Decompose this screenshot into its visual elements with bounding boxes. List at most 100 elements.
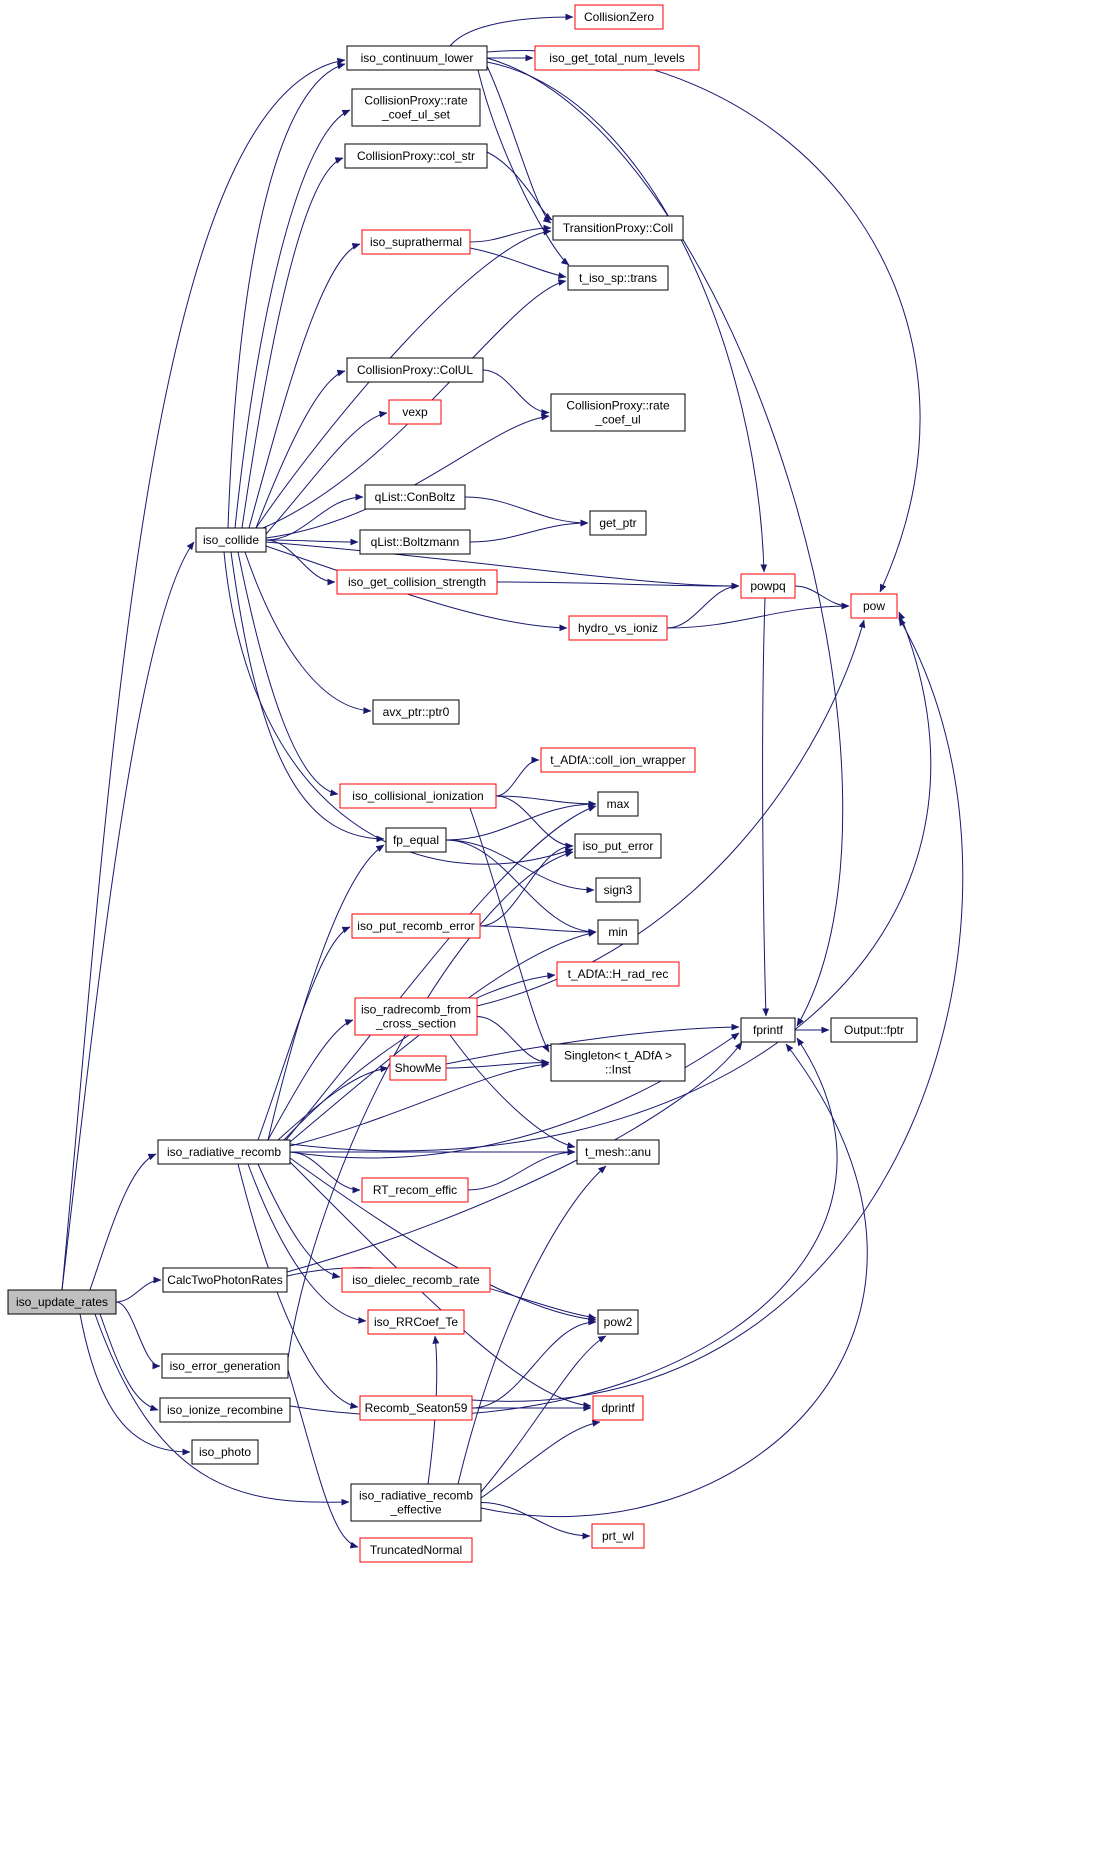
node-iso_update_rates[interactable]: iso_update_rates bbox=[7, 1289, 117, 1315]
node-label-iso_ionize_recombine: iso_ionize_recombine bbox=[167, 1403, 283, 1417]
node-fprintf[interactable]: fprintf bbox=[740, 1017, 796, 1043]
node-label-recomb_seaton59: Recomb_Seaton59 bbox=[365, 1401, 468, 1415]
node-label-output_fptr: Output::fptr bbox=[844, 1023, 904, 1037]
node-label-iso_continuum_lower: iso_continuum_lower bbox=[361, 51, 474, 65]
node-iso_photo[interactable]: iso_photo bbox=[191, 1439, 259, 1465]
node-collision_zero[interactable]: CollisionZero bbox=[574, 4, 664, 30]
node-iso_rad_recomb_eff[interactable]: iso_radiative_recomb_effective bbox=[350, 1483, 482, 1522]
node-dprintf[interactable]: dprintf bbox=[592, 1395, 644, 1421]
node-label-iso_suprathermal: iso_suprathermal bbox=[370, 235, 462, 249]
node-coll_ion_wrapper[interactable]: t_ADfA::coll_ion_wrapper bbox=[540, 747, 696, 773]
node-iso_put_recomb_error[interactable]: iso_put_recomb_error bbox=[351, 913, 481, 939]
node-hydro_vs_ioniz[interactable]: hydro_vs_ioniz bbox=[568, 615, 668, 641]
node-iso_continuum_lower[interactable]: iso_continuum_lower bbox=[346, 45, 488, 71]
node-singleton_inst[interactable]: Singleton< t_ADfA >::Inst bbox=[550, 1043, 686, 1082]
node-max[interactable]: max bbox=[597, 791, 639, 817]
node-truncated_normal[interactable]: TruncatedNormal bbox=[359, 1537, 473, 1563]
edge-boltzmann-to-get_ptr bbox=[469, 519, 589, 543]
edge-iso_update_rates-to-iso_radiative_recomb bbox=[89, 1153, 157, 1291]
node-iso_put_error[interactable]: iso_put_error bbox=[574, 833, 662, 859]
node-sign3[interactable]: sign3 bbox=[595, 877, 641, 903]
node-label-ptr0: avx_ptr::ptr0 bbox=[383, 705, 450, 719]
node-iso_get_collision_strength[interactable]: iso_get_collision_strength bbox=[336, 569, 498, 595]
node-t_mesh_anu[interactable]: t_mesh::anu bbox=[576, 1139, 660, 1165]
node-label-iso_get_total_num_levels: iso_get_total_num_levels bbox=[549, 51, 684, 65]
node-label-rt_recom_effic: RT_recom_effic bbox=[373, 1183, 457, 1197]
edge-iso_get_collision_strength-to-powpq bbox=[496, 581, 740, 590]
node-label-boltzmann: qList::Boltzmann bbox=[371, 535, 460, 549]
node-col_str[interactable]: CollisionProxy::col_str bbox=[344, 143, 488, 169]
node-iso_ionize_recombine[interactable]: iso_ionize_recombine bbox=[159, 1397, 291, 1423]
node-label-iso_rrcoef_te: iso_RRCoef_Te bbox=[374, 1315, 458, 1329]
node-iso_error_generation[interactable]: iso_error_generation bbox=[161, 1353, 289, 1379]
node-pow2[interactable]: pow2 bbox=[597, 1309, 639, 1335]
node-powpq[interactable]: powpq bbox=[740, 573, 796, 599]
node-iso_radrecomb[interactable]: iso_radrecomb_from_cross_section bbox=[354, 997, 478, 1036]
node-boltzmann[interactable]: qList::Boltzmann bbox=[359, 529, 471, 555]
edge-iso_radiative_recomb-to-recomb_seaton59 bbox=[237, 1163, 359, 1409]
node-iso_suprathermal[interactable]: iso_suprathermal bbox=[361, 229, 471, 255]
node-label-iso_collide: iso_collide bbox=[203, 533, 259, 547]
node-showme[interactable]: ShowMe bbox=[389, 1055, 447, 1081]
node-label-calc_two_photon_rates: CalcTwoPhotonRates bbox=[167, 1273, 282, 1287]
node-colul[interactable]: CollisionProxy::ColUL bbox=[346, 357, 484, 383]
edge-iso_radrecomb-to-singleton_inst bbox=[476, 1016, 550, 1066]
edge-rt_recom_effic-to-t_mesh_anu bbox=[467, 1148, 576, 1191]
node-label-col_str: CollisionProxy::col_str bbox=[357, 149, 475, 163]
edge-iso_radrecomb-to-pow bbox=[476, 619, 866, 1007]
node-fp_equal[interactable]: fp_equal bbox=[385, 827, 447, 853]
node-label-rate_coef_ul_set-line2: _coef_ul_set bbox=[381, 108, 451, 122]
edge-iso_collide-to-rate_coef_ul_set bbox=[234, 109, 351, 529]
node-iso_get_total_num_levels[interactable]: iso_get_total_num_levels bbox=[534, 45, 700, 71]
edge-recomb_seaton59-to-pow2 bbox=[471, 1318, 597, 1409]
edge-iso_radiative_recomb-to-min bbox=[289, 930, 597, 1143]
node-iso_collide[interactable]: iso_collide bbox=[195, 527, 267, 553]
node-pow[interactable]: pow bbox=[850, 593, 898, 619]
node-iso_collisional_ionization[interactable]: iso_collisional_ionization bbox=[339, 783, 497, 809]
node-label-iso_radrecomb-line2: _cross_section bbox=[375, 1017, 456, 1031]
edge-iso_continuum_lower-to-fprintf bbox=[486, 57, 844, 1027]
node-iso_rrcoef_te[interactable]: iso_RRCoef_Te bbox=[367, 1309, 465, 1335]
node-label-iso_radrecomb-line1: iso_radrecomb_from bbox=[361, 1003, 471, 1017]
edge-iso_error_generation-to-truncated_normal bbox=[287, 1369, 359, 1549]
node-h_rad_rec[interactable]: t_ADfA::H_rad_rec bbox=[556, 961, 680, 987]
edge-iso_collisional_ionization-to-iso_put_error bbox=[495, 795, 574, 850]
node-label-h_rad_rec: t_ADfA::H_rad_rec bbox=[568, 967, 669, 981]
edge-iso_rad_recomb_eff-to-prt_wl bbox=[480, 1502, 591, 1540]
node-output_fptr[interactable]: Output::fptr bbox=[830, 1017, 918, 1043]
node-get_ptr[interactable]: get_ptr bbox=[589, 510, 647, 536]
node-rt_recom_effic[interactable]: RT_recom_effic bbox=[361, 1177, 469, 1203]
edge-colul-to-rate_coef_ul bbox=[482, 369, 550, 416]
node-iso_radiative_recomb[interactable]: iso_radiative_recomb bbox=[157, 1139, 291, 1165]
node-transition_coll[interactable]: TransitionProxy::Coll bbox=[552, 215, 684, 241]
node-recomb_seaton59[interactable]: Recomb_Seaton59 bbox=[359, 1395, 473, 1421]
node-prt_wl[interactable]: prt_wl bbox=[591, 1523, 645, 1549]
edge-iso_continuum_lower-to-t_iso_sp_trans bbox=[477, 69, 570, 266]
edge-iso_radiative_recomb-to-iso_radrecomb bbox=[267, 1019, 354, 1141]
edge-iso_put_recomb_error-to-min bbox=[479, 925, 597, 936]
edge-iso_rad_recomb_eff-to-dprintf bbox=[480, 1419, 601, 1499]
node-ptr0[interactable]: avx_ptr::ptr0 bbox=[372, 699, 460, 725]
node-label-conboltz: qList::ConBoltz bbox=[375, 490, 456, 504]
edge-fp_equal-to-sign3 bbox=[445, 839, 595, 894]
edge-conboltz-to-get_ptr bbox=[464, 496, 589, 527]
node-rate_coef_ul[interactable]: CollisionProxy::rate_coef_ul bbox=[550, 393, 686, 432]
edges-layer bbox=[61, 13, 964, 1549]
node-label-fp_equal: fp_equal bbox=[393, 833, 439, 847]
node-label-pow2: pow2 bbox=[604, 1315, 633, 1329]
node-iso_dielec_recomb_rate[interactable]: iso_dielec_recomb_rate bbox=[341, 1267, 491, 1293]
node-rate_coef_ul_set[interactable]: CollisionProxy::rate_coef_ul_set bbox=[351, 88, 481, 127]
edge-col_str-to-transition_coll bbox=[486, 151, 553, 221]
edge-iso_suprathermal-to-t_iso_sp_trans bbox=[469, 247, 567, 279]
edge-iso_radiative_recomb-to-fprintf bbox=[289, 1032, 740, 1159]
node-min[interactable]: min bbox=[597, 919, 639, 945]
node-calc_two_photon_rates[interactable]: CalcTwoPhotonRates bbox=[162, 1267, 288, 1293]
edge-iso_update_rates-to-iso_collide bbox=[61, 541, 195, 1291]
node-conboltz[interactable]: qList::ConBoltz bbox=[364, 484, 466, 510]
edge-iso_update_rates-to-iso_continuum_lower bbox=[61, 57, 346, 1291]
node-vexp[interactable]: vexp bbox=[388, 399, 442, 425]
edge-iso_update_rates-to-iso_rad_recomb_eff bbox=[94, 1313, 350, 1506]
node-t_iso_sp_trans[interactable]: t_iso_sp::trans bbox=[567, 265, 669, 291]
edge-iso_continuum_lower-to-transition_coll bbox=[486, 65, 552, 224]
